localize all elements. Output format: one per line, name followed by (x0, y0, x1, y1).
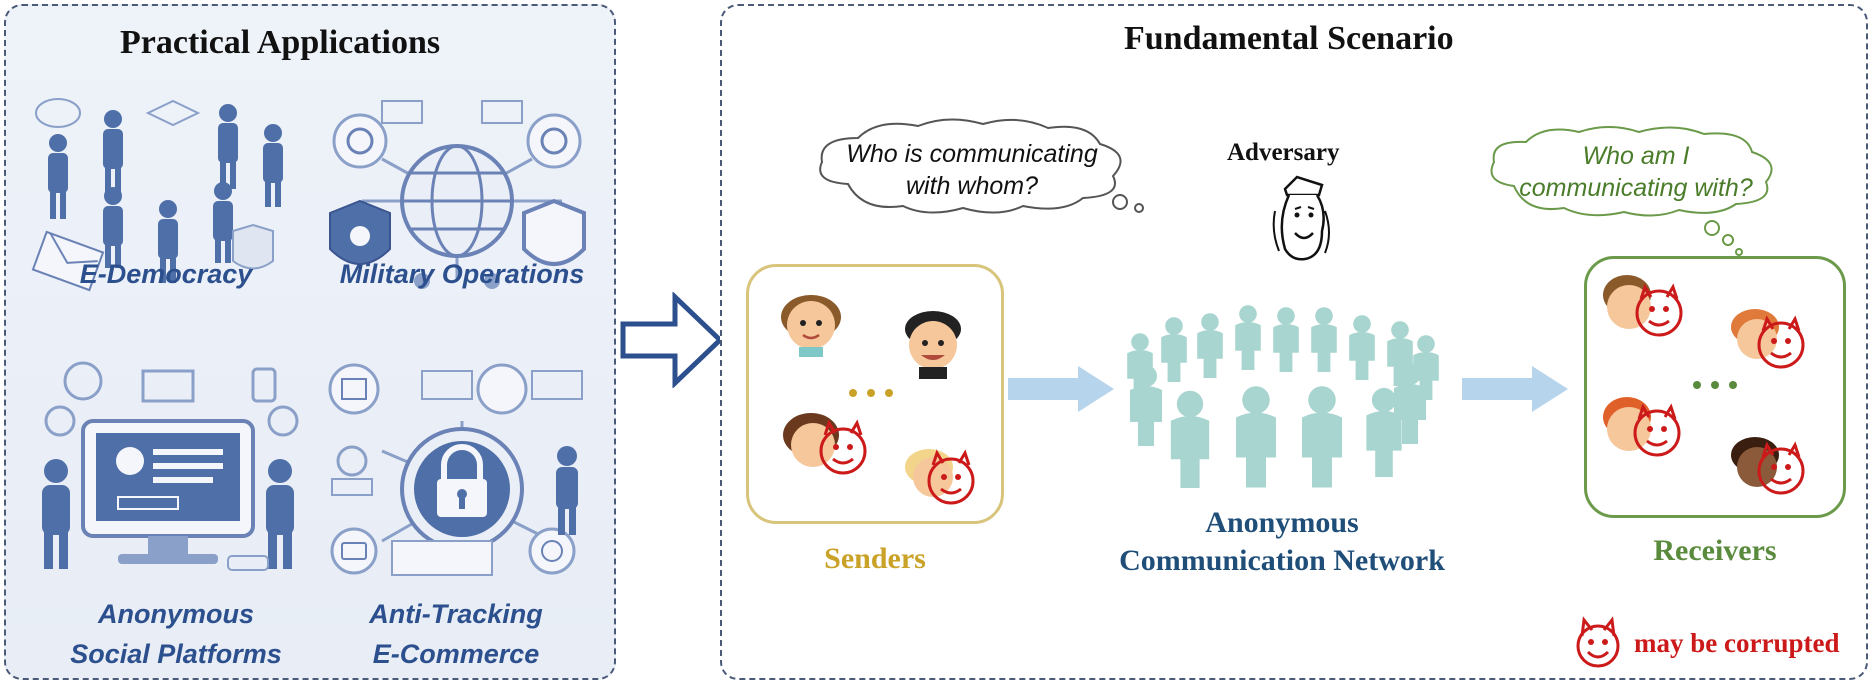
corrupted-receiver-face-icon (1603, 397, 1681, 457)
corrupted-sender-face-icon (905, 449, 975, 505)
senders-to-network-arrow (1008, 364, 1118, 414)
person-figure (1236, 386, 1276, 488)
senders-label: Senders (824, 542, 926, 575)
network-label-line1: Anonymous (1205, 506, 1359, 539)
anonymous-social-platforms-label: Anonymous Social Platforms (26, 594, 326, 674)
practical-applications-panel: Practical Applications E-Democracy (4, 4, 616, 680)
network-label-line2: Communication Network (1119, 544, 1445, 577)
padlock-icon (322, 361, 602, 581)
anti-tracking-e-commerce-label-line1: Anti-Tracking (369, 599, 543, 629)
sender-face-icon (905, 311, 961, 379)
devil-icon (1570, 614, 1626, 670)
person-figure (1387, 321, 1413, 386)
person-figure (1170, 390, 1210, 488)
voting-people-icon (28, 91, 308, 306)
corrupted-receiver-face-icon (1731, 309, 1805, 369)
practical-applications-title: Practical Applications (120, 24, 441, 61)
receiver-thought-line1: Who am I (1582, 142, 1690, 170)
anti-tracking-e-commerce-label: Anti-Tracking E-Commerce (306, 594, 606, 674)
military-operations-label: Military Operations (339, 259, 585, 289)
person-figure (1311, 307, 1337, 372)
person-figure (1235, 305, 1261, 370)
corrupted-receiver-face-icon (1603, 275, 1683, 337)
corrupted-sender-face-icon (783, 413, 867, 475)
receivers-box (1584, 256, 1846, 518)
sender-face-icon (781, 295, 841, 357)
receivers-label: Receivers (1653, 534, 1777, 567)
senders-box (746, 264, 1004, 524)
computer-users-icon (28, 361, 308, 581)
network-to-receivers-arrow (1462, 364, 1572, 414)
network-label: Anonymous Communication Network (1092, 504, 1472, 580)
corrupted-receiver-face-icon (1731, 437, 1805, 495)
e-democracy-label: E-Democracy (79, 259, 253, 289)
person-figure (1161, 317, 1187, 382)
person-figure (1394, 363, 1426, 444)
person-figure (1197, 313, 1223, 378)
anti-tracking-e-commerce-label-line2: E-Commerce (372, 639, 540, 669)
globe-shield-icon (322, 91, 602, 301)
adversary-label: Adversary (1227, 139, 1340, 166)
anonymous-social-platforms-label-line1: Anonymous (97, 599, 254, 629)
person-figure (1302, 386, 1342, 488)
adversary-thought-cloud (808, 114, 1148, 224)
receiver-thought-text: Who am I communicating with? (1506, 140, 1766, 204)
person-figure (1273, 307, 1299, 372)
anonymous-network-crowd (1116, 304, 1446, 489)
receiver-thought-line2: communicating with? (1519, 174, 1753, 202)
person-figure (1413, 335, 1439, 400)
legend-label: may be corrupted (1634, 628, 1840, 658)
adversary-thought-text: Who is communicating with whom? (832, 138, 1112, 202)
receiver-thought-cloud (1484, 124, 1784, 264)
adversary-thought-line1: Who is communicating (846, 140, 1098, 168)
person-figure (1130, 365, 1162, 446)
anonymous-social-platforms-label-line2: Social Platforms (70, 639, 282, 669)
person-figure (1349, 315, 1375, 380)
adversary-face-icon (1267, 171, 1337, 266)
applications-to-scenario-arrow (620, 292, 725, 388)
fundamental-scenario-panel: Fundamental Scenario Who is communicatin… (720, 4, 1868, 680)
adversary-thought-line2: with whom? (906, 172, 1038, 200)
fundamental-scenario-title: Fundamental Scenario (1124, 20, 1454, 57)
